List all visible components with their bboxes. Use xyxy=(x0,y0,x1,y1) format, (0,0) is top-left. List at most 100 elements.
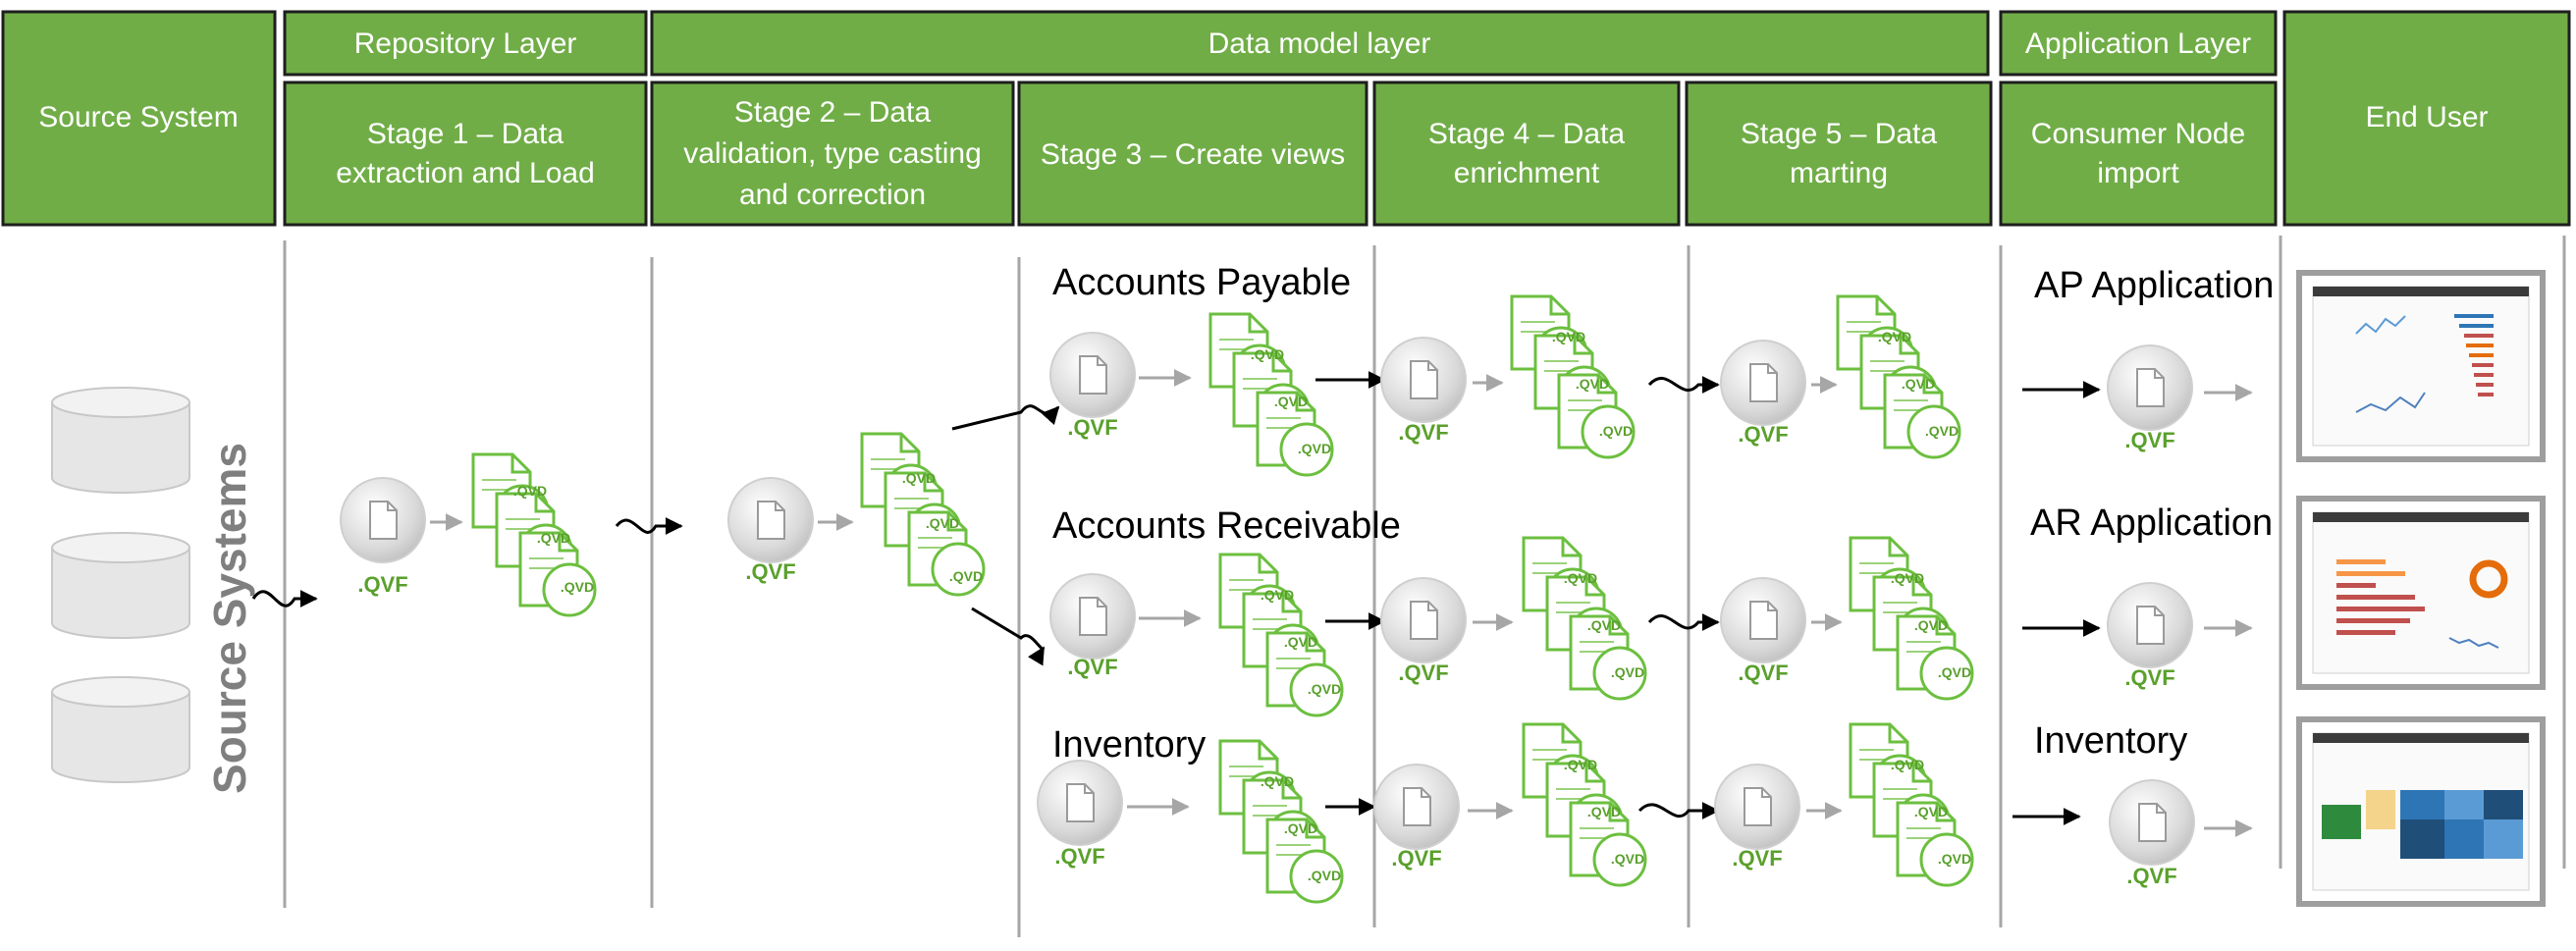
svg-text:.QVD: .QVD xyxy=(1891,570,1924,586)
header-data-model-layer: Data model layer xyxy=(650,10,1990,77)
svg-text:.QVD: .QVD xyxy=(1552,329,1585,344)
stage4-line1: Stage 4 – Data xyxy=(1428,118,1625,150)
svg-text:.QVD: .QVD xyxy=(1938,851,1971,867)
qvf-file-icon xyxy=(1373,764,1460,850)
stage1-qvf: .QVF xyxy=(340,477,426,597)
consumer-node-box: Consumer Node import xyxy=(1999,80,2278,227)
qvf-file-icon xyxy=(2109,779,2195,866)
qvf-file-icon xyxy=(2107,344,2193,431)
svg-text:.QVD: .QVD xyxy=(1611,664,1644,680)
svg-text:.QVD: .QVD xyxy=(1587,804,1621,819)
flow-arrow xyxy=(1647,376,1720,394)
application-layer-title: Application Layer xyxy=(2025,27,2251,60)
qvf-file-icon xyxy=(1049,332,1136,418)
section-accounts-payable: Accounts Payable xyxy=(1052,262,1351,303)
svg-text:.QVD: .QVD xyxy=(1587,617,1621,633)
qvf-file-icon xyxy=(1714,764,1800,850)
stage2-line1: Stage 2 – Data xyxy=(734,96,931,129)
svg-text:.QVD: .QVD xyxy=(1611,851,1644,867)
qvf-label: .QVF xyxy=(2124,428,2174,452)
source-systems-label: Source Systems xyxy=(204,443,255,794)
qvf-file-icon xyxy=(727,477,814,563)
svg-text:.QVD: .QVD xyxy=(949,568,983,584)
stage3-line1: Stage 3 – Create views xyxy=(1041,138,1345,171)
svg-text:.QVD: .QVD xyxy=(1298,441,1331,456)
section-inventory-app: Inventory xyxy=(2034,720,2187,762)
stage2-qvf: .QVF xyxy=(727,477,814,584)
svg-text:.QVD: .QVD xyxy=(1576,376,1609,392)
header-end-user: End User xyxy=(2282,10,2571,227)
ar-row: .QVF .QVF .QVF .QVF xyxy=(1049,538,2253,715)
qvf-file-icon xyxy=(2107,582,2193,668)
svg-text:.QVD: .QVD xyxy=(1891,757,1924,772)
svg-text:.QVD: .QVD xyxy=(1261,773,1294,789)
qvf-file-icon xyxy=(1049,573,1136,660)
stage5-line1: Stage 5 – Data xyxy=(1741,118,1937,150)
qvf-label: .QVF xyxy=(2124,665,2174,690)
qvf-label: .QVF xyxy=(1067,655,1117,679)
stage2-box: Stage 2 – Data validation, type casting … xyxy=(650,80,1015,227)
svg-text:.QVD: .QVD xyxy=(513,483,547,499)
consumer-line1: Consumer Node xyxy=(2031,118,2245,150)
svg-text:.QVD: .QVD xyxy=(1274,394,1308,409)
svg-text:.QVD: .QVD xyxy=(1308,681,1341,697)
qvf-label: .QVF xyxy=(1398,420,1448,445)
stage4-box: Stage 4 – Data enrichment xyxy=(1372,80,1681,227)
database-icon xyxy=(51,387,190,494)
consumer-line2: import xyxy=(2097,157,2179,189)
section-ap-application: AP Application xyxy=(2034,265,2274,306)
header-application-layer: Application Layer xyxy=(1999,10,2278,77)
svg-text:.QVD: .QVD xyxy=(902,470,936,486)
svg-text:.QVD: .QVD xyxy=(1938,664,1971,680)
stage1-line1: Stage 1 – Data xyxy=(367,118,564,150)
svg-text:.QVD: .QVD xyxy=(1284,634,1317,650)
svg-text:.QVD: .QVD xyxy=(1308,868,1341,883)
repository-layer-title: Repository Layer xyxy=(354,27,577,60)
flow-arrow xyxy=(251,590,318,608)
qvf-label: .QVF xyxy=(1398,660,1448,685)
end-user-title: End User xyxy=(2365,101,2488,133)
svg-text:.QVD: .QVD xyxy=(926,515,959,531)
stage2-line2: validation, type casting xyxy=(683,137,982,170)
dashboard-thumbnail-inventory xyxy=(2296,716,2546,907)
dashboard-thumbnail-ar xyxy=(2296,496,2546,690)
database-icon xyxy=(51,676,190,783)
qvf-file-icon xyxy=(1720,340,1806,426)
svg-text:.QVD: .QVD xyxy=(537,530,570,546)
source-system-title: Source System xyxy=(38,101,238,133)
ap-row: .QVF .QVF .QVF .QVF xyxy=(1049,296,2253,475)
stage1-line2: extraction and Load xyxy=(336,157,595,189)
stage4-line2: enrichment xyxy=(1454,157,1600,189)
svg-text:.QVD: .QVD xyxy=(1284,820,1317,836)
source-databases: Source Systems xyxy=(51,387,255,794)
inventory-row: .QVF .QVF .QVF .QVF xyxy=(1037,724,2253,902)
flow-arrow xyxy=(971,607,1046,666)
qvf-label: .QVF xyxy=(357,572,407,597)
qvf-file-icon xyxy=(1380,337,1467,423)
flow-arrow xyxy=(615,517,683,535)
qvd-labels: .QVD .QVD .QVD .QVD .QVD .QVD .QVD .QVD … xyxy=(1251,329,1971,883)
database-icon xyxy=(51,532,190,639)
section-ar-application: AR Application xyxy=(2030,502,2273,544)
svg-text:.QVD: .QVD xyxy=(1261,587,1294,603)
svg-text:.QVD: .QVD xyxy=(1914,617,1948,633)
svg-text:.QVD: .QVD xyxy=(1925,423,1959,439)
qvf-file-icon xyxy=(1720,577,1806,663)
stage5-line2: marting xyxy=(1790,157,1888,189)
svg-text:.QVD: .QVD xyxy=(1564,757,1597,772)
qvf-label: .QVF xyxy=(1054,844,1104,869)
section-accounts-receivable: Accounts Receivable xyxy=(1052,505,1401,547)
svg-text:.QVD: .QVD xyxy=(1878,329,1911,344)
section-inventory: Inventory xyxy=(1052,724,1206,766)
qvf-label: .QVF xyxy=(1067,415,1117,440)
qvf-label: .QVF xyxy=(1732,846,1782,871)
flow-arrow xyxy=(1647,613,1720,631)
qvf-label: .QVF xyxy=(1391,846,1441,871)
svg-text:.QVD: .QVD xyxy=(1914,804,1948,819)
stage2-qvd-stack: .QVD .QVD .QVD xyxy=(862,434,984,595)
qvf-file-icon xyxy=(340,477,426,563)
svg-text:.QVD: .QVD xyxy=(561,579,594,595)
qvf-label: .QVF xyxy=(745,559,795,584)
stage5-box: Stage 5 – Data marting xyxy=(1685,80,1993,227)
qvf-label: .QVF xyxy=(1738,660,1788,685)
